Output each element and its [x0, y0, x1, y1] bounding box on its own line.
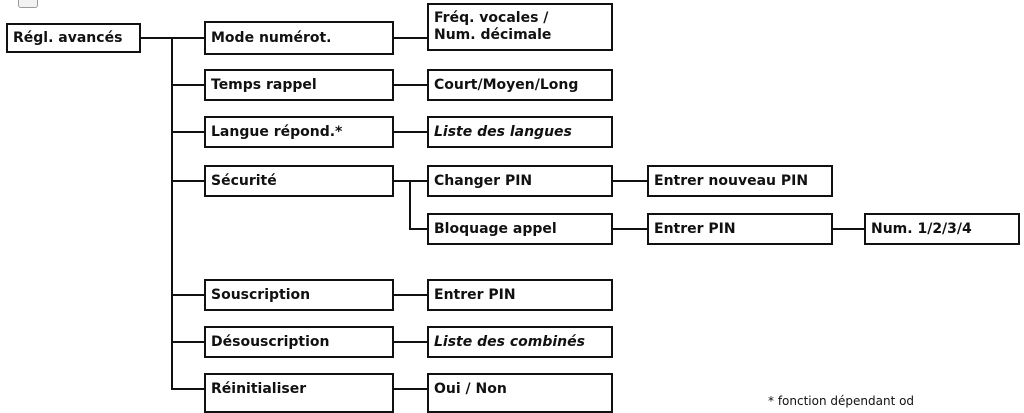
- node-label: Langue répond.*: [211, 123, 343, 140]
- connector-line: [393, 84, 428, 86]
- node-label: Bloquage appel: [434, 220, 557, 237]
- node-reinit-value: Oui / Non: [427, 373, 613, 413]
- node-label: Souscription: [211, 286, 311, 303]
- node-label: Changer PIN: [434, 172, 533, 189]
- connector-line: [833, 228, 865, 230]
- node-label: Liste des langues: [434, 123, 572, 140]
- node-label: Temps rappel: [211, 76, 317, 93]
- node-bloquage-entrer-pin: Entrer PIN: [647, 213, 833, 245]
- menu-key-icon: [18, 0, 38, 8]
- node-mode-value: Fréq. vocales / Num. décimale: [427, 3, 613, 51]
- connector-line: [171, 84, 205, 86]
- node-temps-rappel: Temps rappel: [204, 69, 394, 101]
- node-securite: Sécurité: [204, 165, 394, 197]
- connector-line: [171, 180, 205, 182]
- connector-line: [171, 294, 205, 296]
- node-mode-numerot: Mode numérot.: [204, 21, 394, 55]
- node-desouscription-value: Liste des combinés: [427, 326, 613, 358]
- node-num: Num. 1/2/3/4: [864, 213, 1020, 245]
- footnote: * fonction dépendant od: [768, 394, 915, 408]
- connector-line: [171, 37, 205, 39]
- node-label: Entrer PIN: [654, 220, 736, 237]
- node-desouscription: Désouscription: [204, 326, 394, 358]
- node-langue-repond: Langue répond.*: [204, 116, 394, 148]
- connector-line: [171, 131, 205, 133]
- node-label: Entrer nouveau PIN: [654, 172, 809, 189]
- node-souscription: Souscription: [204, 279, 394, 311]
- connector-line: [140, 37, 172, 39]
- node-entrer-nouveau-pin: Entrer nouveau PIN: [647, 165, 833, 197]
- node-label-line-2: Num. décimale: [434, 27, 552, 43]
- node-label: Désouscription: [211, 333, 330, 350]
- connector-line: [393, 37, 428, 39]
- connector-line: [171, 341, 205, 343]
- node-label: Num. 1/2/3/4: [871, 220, 972, 237]
- connector-line: [409, 180, 411, 229]
- node-label: Régl. avancés: [13, 29, 123, 46]
- node-label: Réinitialiser: [211, 381, 307, 397]
- node-langue-value: Liste des langues: [427, 116, 613, 148]
- node-regl-avances: Régl. avancés: [6, 23, 141, 53]
- connector-line: [393, 341, 428, 343]
- node-label: Entrer PIN: [434, 286, 516, 303]
- node-bloquage-appel: Bloquage appel: [427, 213, 613, 245]
- node-label: Mode numérot.: [211, 29, 332, 46]
- node-label: Sécurité: [211, 172, 277, 189]
- node-reinitialiser: Réinitialiser: [204, 373, 394, 413]
- connector-line: [613, 228, 648, 230]
- connector-line: [393, 294, 428, 296]
- node-temps-value: Court/Moyen/Long: [427, 69, 613, 101]
- connector-line: [393, 388, 428, 390]
- node-souscription-entrer-pin: Entrer PIN: [427, 279, 613, 311]
- connector-line: [393, 131, 428, 133]
- node-label: Oui / Non: [434, 381, 507, 397]
- node-label: Court/Moyen/Long: [434, 76, 579, 93]
- node-label-line-1: Fréq. vocales /: [434, 10, 549, 26]
- node-label: Liste des combinés: [434, 333, 585, 350]
- connector-line: [613, 180, 648, 182]
- connector-line: [171, 388, 205, 390]
- node-changer-pin: Changer PIN: [427, 165, 613, 197]
- connector-line: [409, 228, 428, 230]
- connector-line: [171, 37, 173, 389]
